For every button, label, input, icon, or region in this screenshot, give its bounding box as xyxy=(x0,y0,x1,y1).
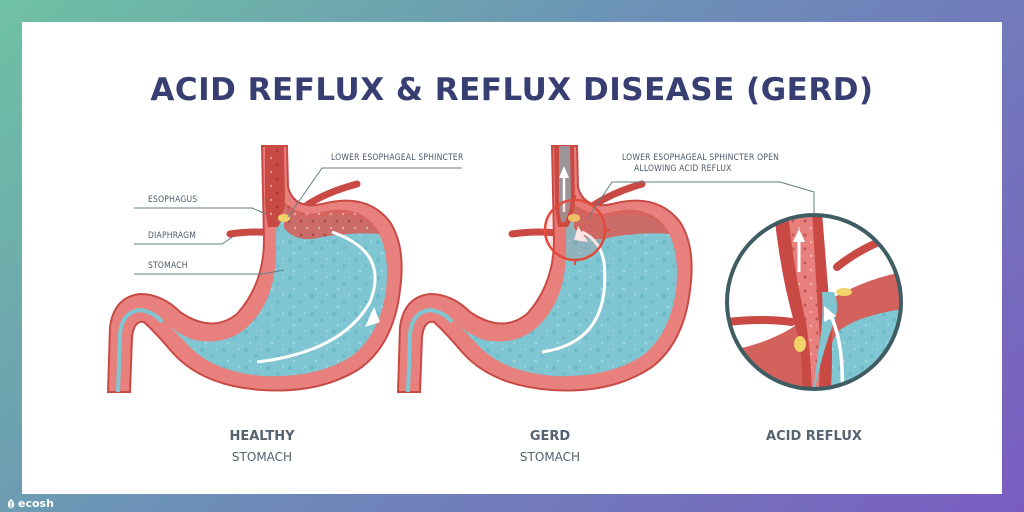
healthy-stomach-figure xyxy=(106,145,403,393)
infographic-card: ACID REFLUX & REFLUX DISEASE (GERD) xyxy=(22,22,1002,494)
sphincter-marker xyxy=(278,214,290,222)
label-stomach: STOMACH xyxy=(148,261,188,271)
leaf-icon xyxy=(7,498,15,509)
label-sphincter-open-2: ALLOWING ACID REFLUX xyxy=(634,164,732,174)
label-sphincter-open-1: LOWER ESOPHAGEAL SPHINCTER OPEN xyxy=(622,153,780,163)
digestion-arrow xyxy=(256,230,377,364)
caption-gerd: GERD xyxy=(529,429,571,444)
acid-reflux-magnified xyxy=(725,213,903,391)
label-diaphragm: DIAPHRAGM xyxy=(148,231,197,241)
caption-acid-reflux: ACID REFLUX xyxy=(766,429,862,444)
label-lower-sphincter: LOWER ESOPHAGEAL SPHINCTER xyxy=(331,153,464,163)
label-lines xyxy=(134,167,815,275)
diaphragm-right xyxy=(303,180,361,209)
gerd-stomach-figure xyxy=(396,145,693,393)
brand-name: ecosh xyxy=(18,497,54,510)
caption-healthy: HEALTHY xyxy=(229,429,295,444)
label-esophagus: ESOPHAGUS xyxy=(148,195,198,205)
gerd-diaphragm-right xyxy=(590,180,646,209)
brand-logo: ecosh xyxy=(6,497,54,510)
reflux-arrow xyxy=(541,230,607,354)
caption-gerd-sub: STOMACH xyxy=(519,450,581,464)
page-title: ACID REFLUX & REFLUX DISEASE (GERD) xyxy=(150,72,874,108)
caption-healthy-sub: STOMACH xyxy=(231,450,293,464)
stomach-illustration xyxy=(106,145,903,393)
